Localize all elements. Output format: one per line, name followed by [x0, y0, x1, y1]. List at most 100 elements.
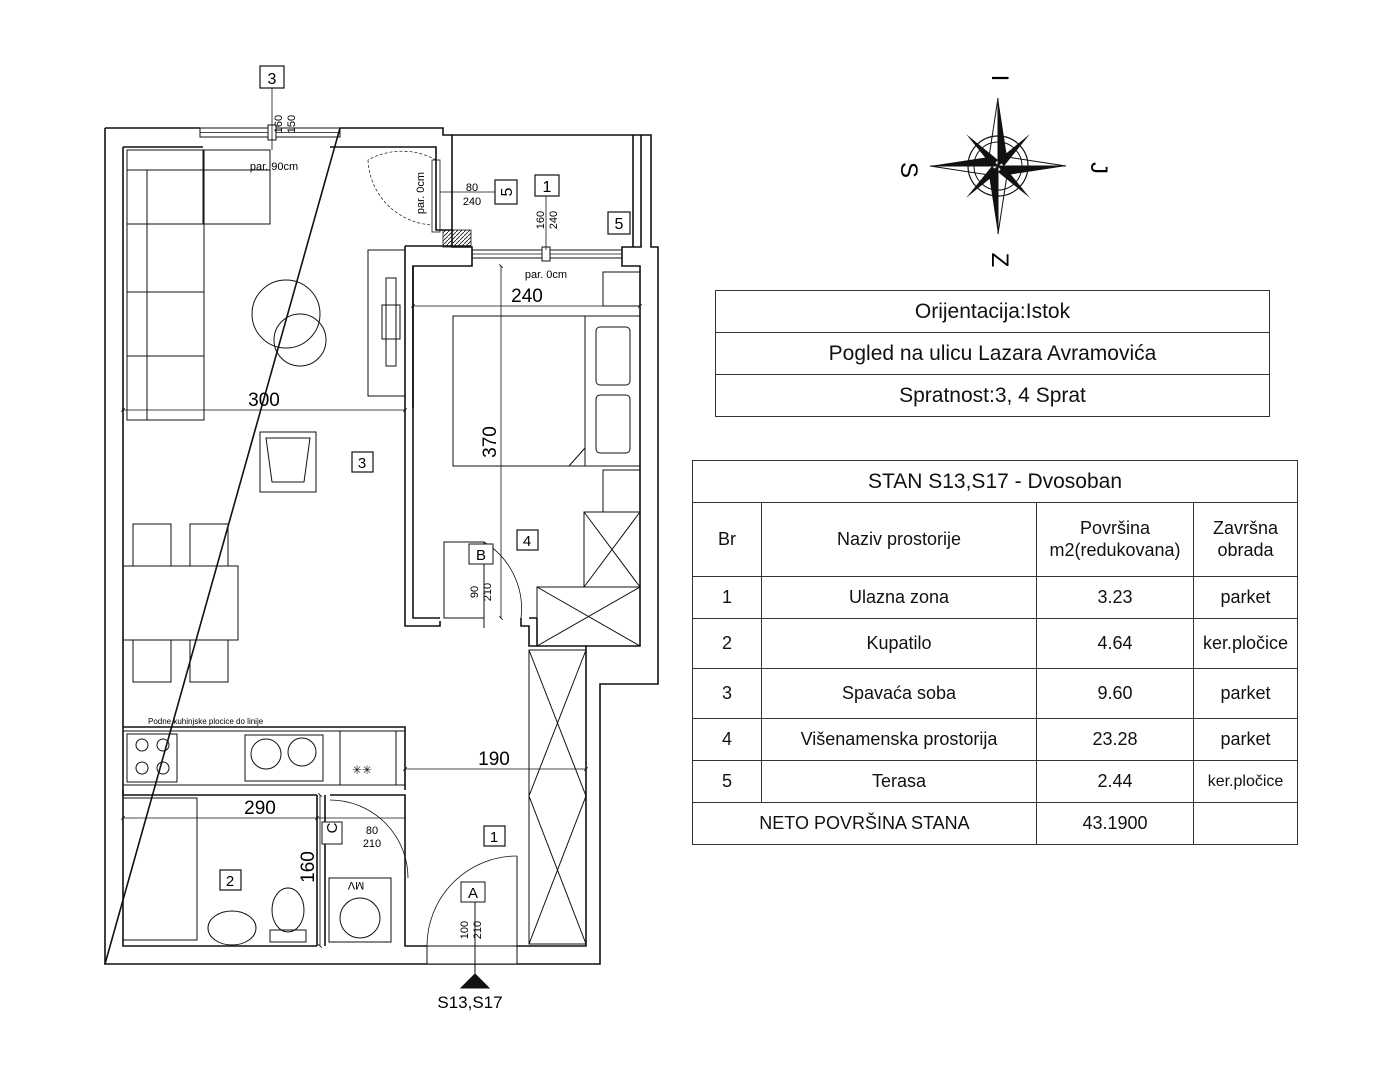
row-no: 1	[692, 576, 762, 619]
door-a-dim-b: 210	[472, 921, 484, 939]
row-area: 23.28	[1036, 718, 1194, 761]
door-c-tag: C	[324, 822, 341, 833]
parapet-2: par. 0cm	[415, 172, 427, 214]
floors-cell: Spratnost:3, 4 Sprat	[715, 374, 1270, 417]
tv-unit	[367, 249, 406, 397]
row-name: Kupatilo	[761, 618, 1037, 669]
dining-table	[122, 523, 239, 683]
door-b-dim-b: 210	[482, 583, 494, 601]
header-area-line2: m2(redukovana)	[1049, 539, 1181, 560]
dimension-lines	[121, 264, 642, 948]
header-area: Površina m2(redukovana)	[1036, 502, 1194, 577]
dim-160: 160	[298, 851, 319, 883]
door-a-dim-a: 100	[459, 921, 471, 939]
kitchen-counter: ✳✳	[122, 730, 406, 786]
entrance-wardrobe	[528, 649, 587, 945]
entrance-label: S13,S17	[437, 993, 502, 1012]
table-row: 2 Kupatilo 4.64 ker.pločice	[692, 618, 1298, 669]
top-window-dim-a: 160	[273, 115, 285, 133]
bathroom-fixtures	[122, 797, 392, 946]
tag-1-room: 1	[490, 829, 498, 846]
kitchen-note: Podne kuhinjske plocice do linije	[148, 717, 264, 726]
orientation-cell: Orijentacija:Istok	[715, 290, 1270, 333]
rooms-table: STAN S13,S17 - Dvosoban Br Naziv prostor…	[692, 460, 1298, 845]
tag-3-top: 3	[268, 71, 277, 88]
door-b	[443, 541, 522, 628]
row-name: Terasa	[761, 760, 1037, 803]
view-cell: Pogled na ulicu Lazara Avramovića	[715, 332, 1270, 375]
row-no: 4	[692, 718, 762, 761]
door-c	[321, 799, 409, 879]
header-finish-line1: Završna	[1212, 517, 1279, 538]
orientation-table: Orijentacija:Istok Pogled na ulicu Lazar…	[715, 290, 1270, 417]
washer-label: MV	[347, 879, 364, 891]
total-row: NETO POVRŠINA STANA 43.1900	[692, 802, 1298, 845]
row-finish: ker.pločice	[1193, 760, 1298, 803]
bed	[452, 271, 641, 467]
row-no: 5	[692, 760, 762, 803]
row-finish: parket	[1193, 668, 1298, 719]
coffee-tables	[251, 279, 327, 367]
balcony-window-dim-b: 240	[548, 211, 560, 229]
row-finish: parket	[1193, 718, 1298, 761]
row-finish: parket	[1193, 576, 1298, 619]
row-finish: ker.pločice	[1193, 618, 1298, 669]
header-finish: Završna obrada	[1193, 502, 1298, 577]
door-c-dim-a: 80	[366, 825, 378, 837]
balcony-door-dim-a: 80	[466, 182, 478, 194]
header-finish-line2: obrada	[1217, 539, 1274, 560]
net-area-label: NETO POVRŠINA STANA	[692, 802, 1037, 845]
parapet-1: par. 90cm	[250, 161, 298, 173]
compass-south: Z	[986, 253, 1013, 268]
dim-240: 240	[511, 286, 543, 307]
door-a-tag: A	[468, 885, 478, 902]
walls	[103, 127, 659, 965]
door-b-tag: B	[476, 547, 486, 564]
header-name: Naziv prostorije	[761, 502, 1037, 577]
dim-190: 190	[478, 749, 510, 770]
compass-west: S	[895, 162, 922, 178]
dim-300: 300	[248, 390, 280, 411]
row-area: 2.44	[1036, 760, 1194, 803]
balcony-window-dim-a: 160	[535, 211, 547, 229]
tag-5-side: 5	[615, 216, 624, 233]
row-name: Ulazna zona	[761, 576, 1037, 619]
table-row: 1 Ulazna zona 3.23 parket	[692, 576, 1298, 619]
sofa	[126, 149, 271, 421]
table-row: 3 Spavaća soba 9.60 parket	[692, 668, 1298, 719]
armchair	[259, 431, 317, 493]
tag-3-room: 3	[358, 455, 366, 472]
balcony-door	[367, 150, 518, 233]
tag-4-room: 4	[523, 533, 531, 550]
row-name: Višenamenska prostorija	[761, 718, 1037, 761]
row-no: 2	[692, 618, 762, 669]
header-no: Br	[692, 502, 762, 577]
row-area: 3.23	[1036, 576, 1194, 619]
tag-1-balcony: 1	[543, 179, 552, 196]
top-window	[199, 65, 341, 150]
balcony-door-dim-b: 240	[463, 196, 481, 208]
row-area: 4.64	[1036, 618, 1194, 669]
net-area-empty	[1193, 802, 1298, 845]
row-name: Spavaća soba	[761, 668, 1037, 719]
table-row: 5 Terasa 2.44 ker.pločice	[692, 760, 1298, 803]
dim-370: 370	[480, 426, 501, 458]
wardrobe	[536, 469, 641, 647]
tag-2-room: 2	[226, 873, 234, 890]
net-area-value: 43.1900	[1036, 802, 1194, 845]
dim-290: 290	[244, 798, 276, 819]
apartment-title: STAN S13,S17 - Dvosoban	[692, 460, 1298, 503]
compass-rose-icon	[929, 97, 1067, 235]
balcony-window	[442, 174, 631, 262]
top-window-dim-b: 150	[286, 115, 298, 133]
parapet-3: par. 0cm	[525, 269, 567, 281]
header-area-line1: Površina	[1079, 517, 1151, 538]
svg-text:✳✳: ✳✳	[352, 763, 372, 777]
row-area: 9.60	[1036, 668, 1194, 719]
door-a	[426, 855, 518, 989]
row-no: 3	[692, 668, 762, 719]
table-row: 4 Višenamenska prostorija 23.28 parket	[692, 718, 1298, 761]
compass-north: I	[986, 75, 1013, 82]
compass-east: J	[1085, 162, 1112, 174]
